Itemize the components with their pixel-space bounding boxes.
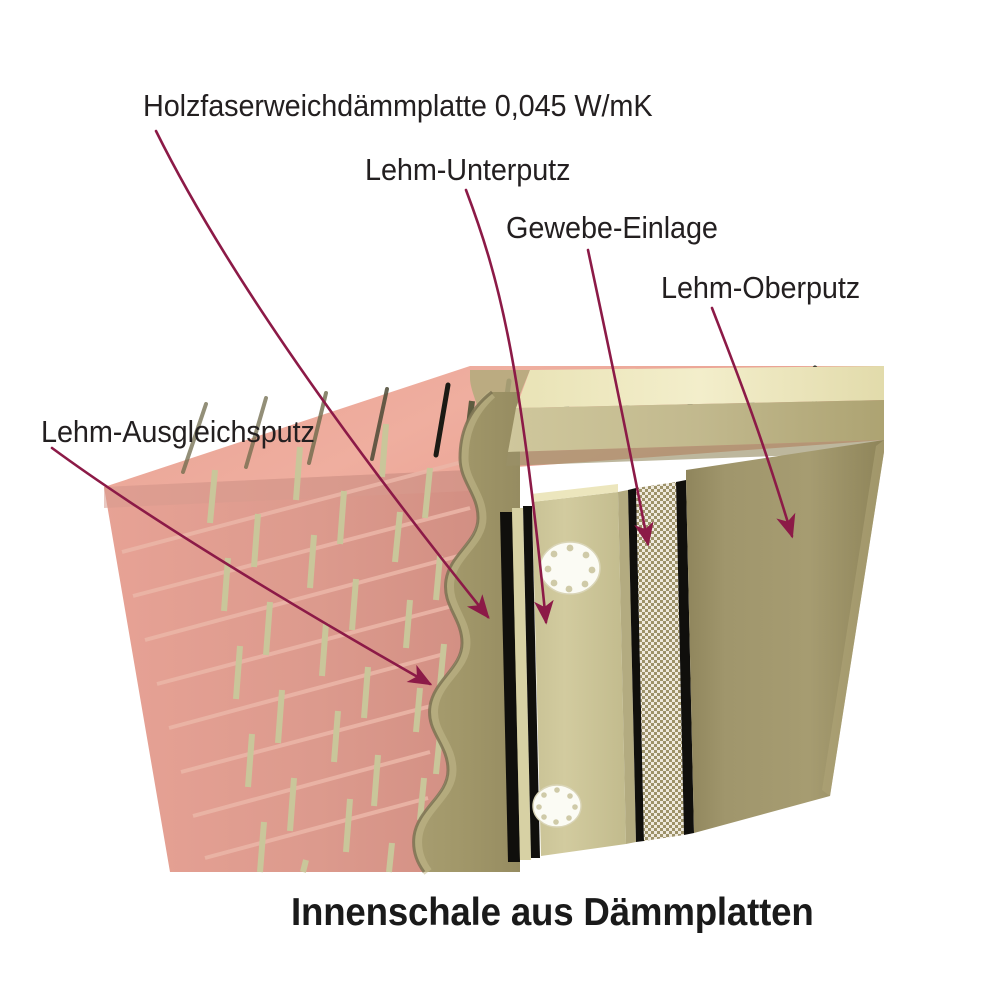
- leader-lehm-unterputz: [464, 188, 554, 625]
- leader-holzfaserweichdaemmplatte: [154, 129, 490, 620]
- clay-wave-outline: [412, 390, 493, 873]
- label-lehm-oberputz: Lehm-Oberputz: [661, 270, 861, 305]
- leader-lehm-oberputz: [710, 306, 796, 539]
- leader-gewebe-einlage: [586, 248, 654, 547]
- label-lehm-unterputz: Lehm-Unterputz: [365, 152, 571, 187]
- seam-clay-board: [500, 512, 520, 862]
- mesh-fabric-face: [636, 482, 684, 841]
- seam-base-mesh: [628, 488, 644, 842]
- label-gewebe-einlage: Gewebe-Einlage: [506, 210, 718, 245]
- reinforcement-mesh-layer: [636, 480, 694, 841]
- base-plaster-layer: [618, 488, 644, 844]
- clay-wave-highlight: [413, 390, 496, 875]
- base-plaster-face: [618, 490, 636, 844]
- leader-lehm-ausgleichsputz: [50, 446, 433, 686]
- plaster-layers-top-band: [506, 366, 884, 466]
- figure-caption: Innenschale aus Dämmplatten: [291, 891, 814, 934]
- callout-leaders: [50, 129, 796, 686]
- insulation-board-layer: [500, 484, 626, 862]
- anchor-disc-upper: [539, 541, 601, 595]
- finish-plaster-layer: [686, 440, 884, 833]
- insulation-top-band: [516, 366, 884, 408]
- label-holzfaserweichdaemmplatte: Holzfaserweichdämmplatte 0,045 W/mK: [143, 88, 653, 123]
- anchor-disc-lower: [532, 784, 582, 828]
- seam-mesh-finish: [676, 480, 694, 835]
- label-lehm-ausgleichsputz: Lehm-Ausgleichsputz: [41, 414, 315, 449]
- finish-plaster-top-band: [508, 400, 884, 452]
